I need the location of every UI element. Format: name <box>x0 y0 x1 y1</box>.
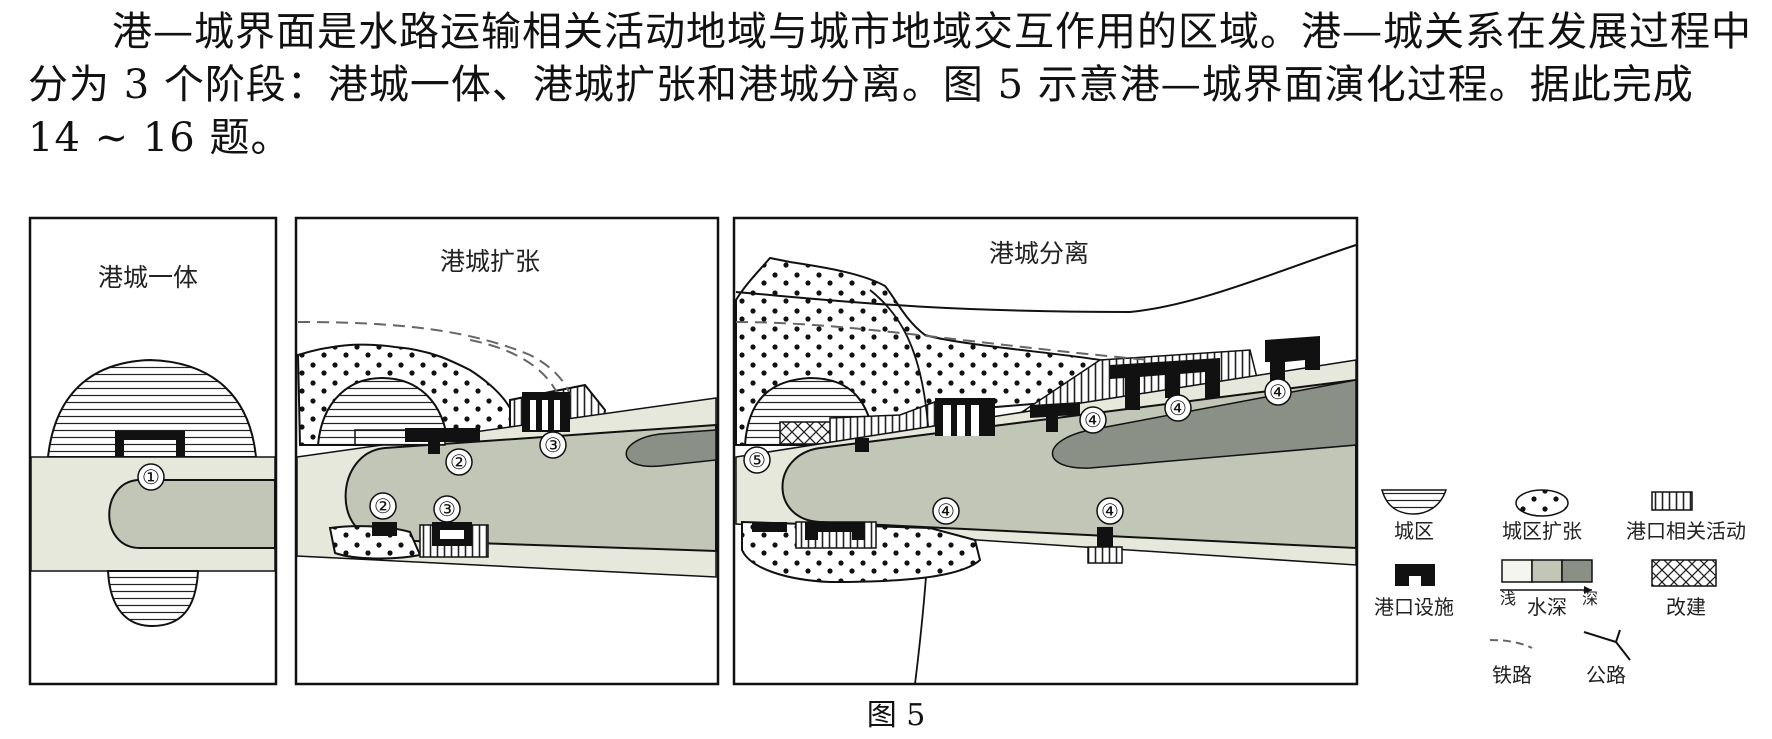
svg-text:②: ② <box>450 450 468 474</box>
legend-rebuild-swatch <box>1651 559 1717 587</box>
svg-text:④: ④ <box>1269 380 1287 404</box>
svg-text:⑤: ⑤ <box>748 448 766 472</box>
legend-port-facility-swatch <box>1395 564 1435 586</box>
svg-text:②: ② <box>374 494 392 518</box>
panel-1 <box>28 216 278 686</box>
svg-text:①: ① <box>142 465 160 489</box>
legend-city-expand-label: 城区扩张 <box>1502 519 1582 543</box>
marker-4-e: ④ <box>1096 497 1124 525</box>
marker-4-c: ④ <box>1264 378 1292 406</box>
legend-deep-label: 深 <box>1582 589 1598 608</box>
legend-shallow-label: 浅 <box>1500 589 1516 608</box>
marker-5: ⑤ <box>743 446 771 474</box>
panel-2 <box>294 216 720 686</box>
legend: 城区 城区扩张 港口相关活动 港口设施 浅 水深 深 改建 铁路 公路 <box>1374 489 1746 687</box>
marker-4-d: ④ <box>932 497 960 525</box>
legend-water-depth-label: 水深 <box>1527 595 1567 619</box>
legend-city-swatch <box>1381 489 1448 515</box>
svg-text:③: ③ <box>544 433 562 457</box>
question-paragraph: 港—城界面是水路运输相关活动地域与城市地域交互作用的区域。港—城关系在发展过程中… <box>28 9 1752 161</box>
panel-3 <box>732 216 1359 686</box>
panel-1-title: 港城一体 <box>98 263 198 292</box>
legend-city-label: 城区 <box>1394 519 1434 543</box>
svg-text:③: ③ <box>438 497 456 521</box>
marker-3-south: ③ <box>433 495 461 523</box>
marker-3-north: ③ <box>539 431 567 459</box>
svg-text:④: ④ <box>1084 408 1102 432</box>
marker-2-south: ② <box>369 492 397 520</box>
marker-4-a: ④ <box>1079 406 1107 434</box>
svg-text:④: ④ <box>1169 396 1187 420</box>
legend-city-expand-swatch <box>1515 489 1569 517</box>
legend-port-activity-swatch <box>1651 491 1693 511</box>
legend-railway-swatch <box>1489 639 1533 649</box>
legend-railway-label: 铁路 <box>1492 663 1532 687</box>
marker-1: ① <box>137 463 165 491</box>
legend-port-facility-label: 港口设施 <box>1374 595 1454 619</box>
marker-4-b: ④ <box>1164 394 1192 422</box>
panel-3-title: 港城分离 <box>989 239 1089 268</box>
legend-port-activity-label: 港口相关活动 <box>1626 519 1746 543</box>
legend-rebuild-label: 改建 <box>1666 595 1706 619</box>
figure-caption: 图 5 <box>867 698 926 733</box>
svg-text:④: ④ <box>937 499 955 523</box>
legend-highway-swatch <box>1583 629 1631 661</box>
panel-2-title: 港城扩张 <box>440 247 540 276</box>
marker-2-north: ② <box>445 448 473 476</box>
svg-text:④: ④ <box>1101 499 1119 523</box>
legend-highway-label: 公路 <box>1586 663 1626 687</box>
